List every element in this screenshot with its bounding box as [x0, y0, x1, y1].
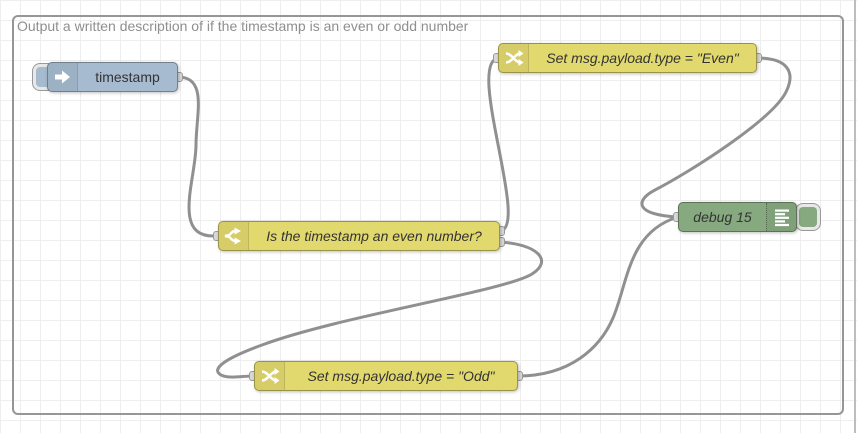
node-change-even[interactable]: Set msg.payload.type = "Even" [498, 43, 757, 73]
node-label: Set msg.payload.type = "Odd" [307, 368, 495, 384]
inject-icon-area [48, 63, 78, 91]
node-change-odd[interactable]: Set msg.payload.type = "Odd" [254, 361, 518, 391]
switch-icon-area [219, 222, 249, 250]
canvas-right-edge [854, 0, 856, 433]
node-label: Set msg.payload.type = "Even" [546, 50, 739, 66]
debug-list-icon [774, 209, 789, 227]
node-switch-even-check[interactable]: Is the timestamp an even number? [218, 221, 500, 251]
change-icon-area [255, 362, 285, 390]
wire-change-odd-to-debug[interactable] [516, 215, 680, 378]
switch-fork-icon [224, 227, 241, 245]
node-group-border[interactable] [12, 15, 844, 415]
wire-inject-to-switch[interactable] [176, 75, 215, 238]
debug-toggle-button-face [799, 207, 817, 227]
group-label: Output a written description of if the t… [17, 18, 469, 34]
node-debug-15[interactable]: debug 15 [678, 202, 797, 232]
inject-arrow-icon [54, 70, 70, 84]
node-label: timestamp [95, 69, 160, 85]
debug-toggle-button[interactable] [795, 203, 821, 231]
node-label: debug 15 [693, 209, 752, 225]
wire-change-even-to-debug[interactable] [640, 56, 792, 219]
wire-switch-to-change-odd[interactable] [216, 240, 544, 379]
node-inject-timestamp[interactable]: timestamp [47, 62, 178, 92]
change-shuffle-icon [505, 50, 523, 66]
change-icon-area [499, 44, 529, 72]
change-shuffle-icon [261, 368, 279, 384]
debug-icon-area [766, 203, 796, 231]
node-label: Is the timestamp an even number? [266, 228, 482, 244]
wire-switch-to-change-even[interactable] [487, 56, 510, 233]
